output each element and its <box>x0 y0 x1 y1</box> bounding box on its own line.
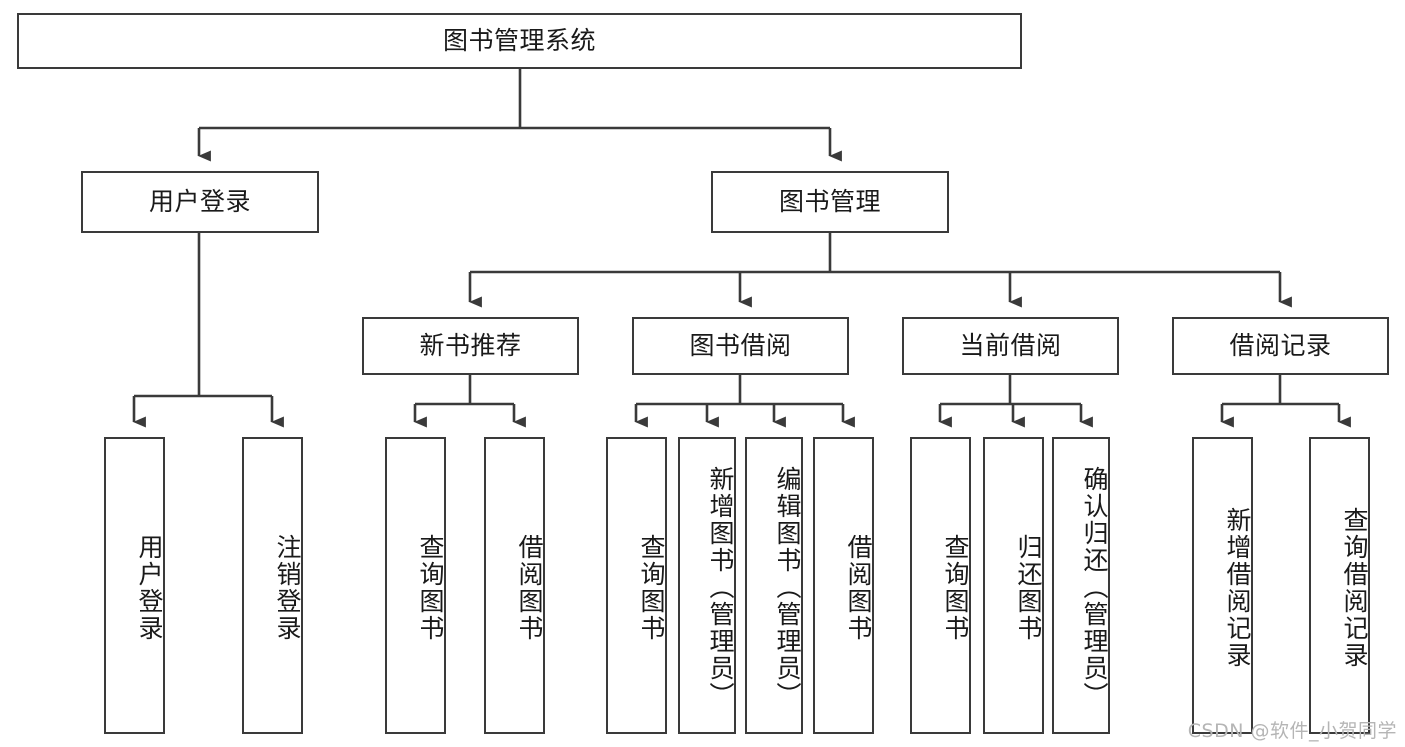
node-leaf-user-login-label: 用户登录 <box>135 533 164 642</box>
node-leaf-return-book[interactable]: 归还图书 <box>983 437 1044 734</box>
node-book-management[interactable]: 图书管理 <box>711 171 949 233</box>
node-user-login-label: 用户登录 <box>148 187 251 216</box>
node-leaf-add-book-label: 新增图书（管理员） <box>706 466 735 709</box>
node-current-borrow-label: 当前借阅 <box>959 331 1062 360</box>
node-leaf-query-borrow-record[interactable]: 查询借阅记录 <box>1309 437 1370 734</box>
node-root-label: 图书管理系统 <box>442 26 596 55</box>
node-leaf-user-logout-label: 注销登录 <box>273 533 302 642</box>
node-leaf-add-book[interactable]: 新增图书（管理员） <box>678 437 736 734</box>
node-leaf-user-login[interactable]: 用户登录 <box>104 437 165 734</box>
node-new-book-recommend-label: 新书推荐 <box>419 331 522 360</box>
node-leaf-borrow-book-2[interactable]: 借阅图书 <box>813 437 874 734</box>
node-leaf-user-logout[interactable]: 注销登录 <box>242 437 303 734</box>
node-leaf-confirm-return[interactable]: 确认归还（管理员） <box>1052 437 1110 734</box>
csdn-watermark: CSDN @软件_小贺同学 <box>1187 720 1397 742</box>
node-book-borrow[interactable]: 图书借阅 <box>632 317 849 375</box>
node-leaf-query-book-3[interactable]: 查询图书 <box>910 437 971 734</box>
node-leaf-confirm-return-label: 确认归还（管理员） <box>1080 466 1109 709</box>
node-user-login[interactable]: 用户登录 <box>81 171 319 233</box>
node-leaf-query-book-1[interactable]: 查询图书 <box>385 437 446 734</box>
node-leaf-add-borrow-record[interactable]: 新增借阅记录 <box>1192 437 1253 734</box>
node-leaf-query-book-3-label: 查询图书 <box>941 533 970 642</box>
node-borrow-records-label: 借阅记录 <box>1229 331 1332 360</box>
node-leaf-borrow-book-1[interactable]: 借阅图书 <box>484 437 545 734</box>
node-leaf-borrow-book-2-label: 借阅图书 <box>844 533 873 642</box>
node-borrow-records[interactable]: 借阅记录 <box>1172 317 1389 375</box>
node-leaf-edit-book-label: 编辑图书（管理员） <box>773 466 802 709</box>
node-leaf-query-book-1-label: 查询图书 <box>416 533 445 642</box>
node-leaf-return-book-label: 归还图书 <box>1014 533 1043 642</box>
node-current-borrow[interactable]: 当前借阅 <box>902 317 1119 375</box>
node-root[interactable]: 图书管理系统 <box>17 13 1022 69</box>
node-leaf-edit-book[interactable]: 编辑图书（管理员） <box>745 437 803 734</box>
node-book-borrow-label: 图书借阅 <box>689 331 792 360</box>
node-leaf-borrow-book-1-label: 借阅图书 <box>515 533 544 642</box>
node-leaf-query-borrow-record-label: 查询借阅记录 <box>1340 506 1369 669</box>
node-leaf-query-book-2[interactable]: 查询图书 <box>606 437 667 734</box>
node-new-book-recommend[interactable]: 新书推荐 <box>362 317 579 375</box>
node-leaf-query-book-2-label: 查询图书 <box>637 533 666 642</box>
node-book-management-label: 图书管理 <box>778 187 881 216</box>
node-leaf-add-borrow-record-label: 新增借阅记录 <box>1223 506 1252 669</box>
